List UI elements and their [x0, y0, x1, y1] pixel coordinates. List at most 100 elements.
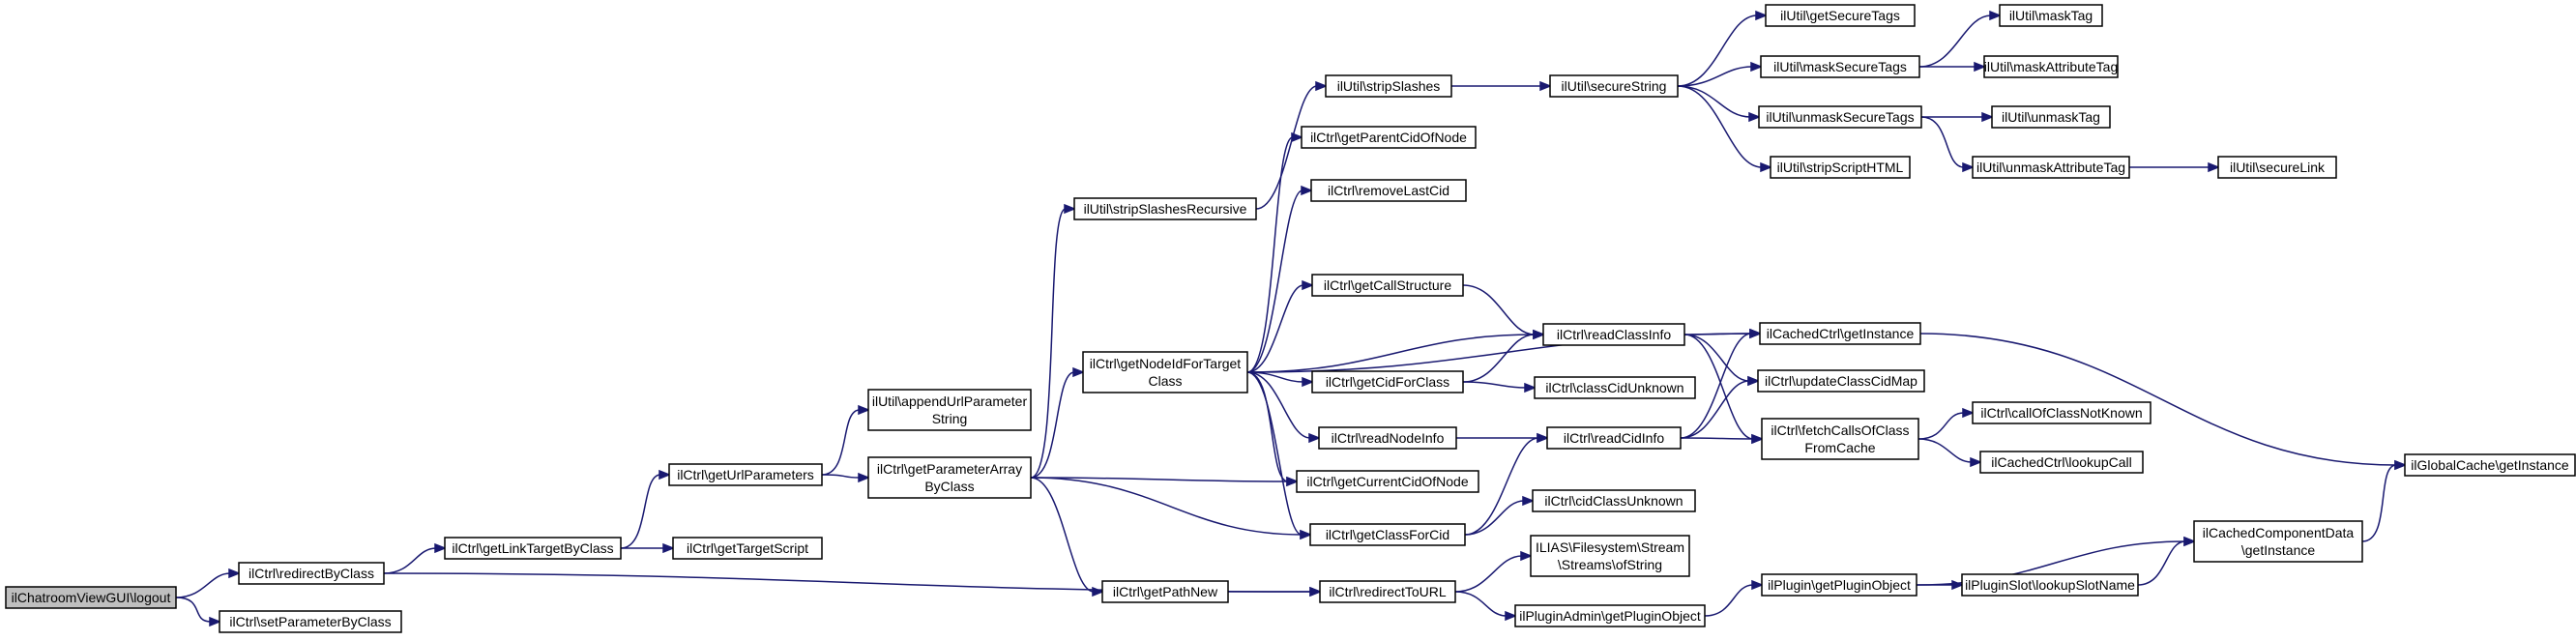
node-n5[interactable]: ilCtrl\getUrlParameters: [668, 463, 823, 486]
node-box: [1319, 580, 1456, 603]
edge-n19-n26: [1464, 495, 1536, 536]
node-n44[interactable]: ilUtil\secureLink: [2217, 156, 2337, 179]
node-n25[interactable]: ilCtrl\readCidInfo: [1546, 426, 1682, 450]
node-box: [867, 389, 1032, 431]
node-n32[interactable]: ilCachedCtrl\getInstance: [1759, 322, 1921, 345]
node-n24[interactable]: ilCtrl\classCidUnknown: [1534, 376, 1696, 399]
node-box: [1549, 74, 1679, 98]
node-label: ilCtrl\readNodeInfo: [1332, 430, 1445, 446]
edge-n22-n29: [1677, 61, 1764, 87]
node-box: [1765, 4, 1916, 27]
node-label: ilCachedComponentData: [2203, 525, 2355, 540]
node-n9[interactable]: ilUtil\stripSlashesRecursive: [1073, 197, 1257, 220]
node-n42[interactable]: ilCachedCtrl\lookupCall: [1979, 451, 2144, 474]
node-n33[interactable]: ilCtrl\updateClassCidMap: [1757, 369, 1925, 393]
node-n20[interactable]: ILIAS\Filesystem\Stream\Streams\ofString: [1530, 535, 1690, 577]
node-n16[interactable]: ilCtrl\getCidForClass: [1311, 370, 1464, 393]
node-box: [5, 586, 177, 609]
node-box: [1991, 105, 2111, 129]
node-n27[interactable]: ilPlugin\getPluginObject: [1761, 573, 1917, 597]
node-label: \getInstance: [2241, 542, 2315, 558]
node-label: ilCtrl\removeLastCid: [1328, 183, 1449, 198]
node-box: [1759, 322, 1921, 345]
node-n18[interactable]: ilCtrl\getCurrentCidOfNode: [1296, 470, 1479, 493]
node-label: ilCachedCtrl\getInstance: [1767, 326, 1915, 341]
edge-n25-n34: [1680, 433, 1765, 445]
edges: [175, 10, 2408, 627]
node-label: ilCtrl\classCidUnknown: [1545, 380, 1683, 395]
edge-n36-n43: [2361, 459, 2408, 542]
edge-n32-n43: [1919, 333, 2408, 471]
node-n35[interactable]: ilPluginSlot\lookupSlotName: [1961, 573, 2139, 597]
node-box: [1310, 179, 1467, 202]
node-box: [1761, 573, 1917, 597]
node-label: ilUtil\stripScriptHTML: [1777, 160, 1904, 175]
node-label: ilCtrl\cidClassUnknown: [1544, 493, 1683, 509]
edge-n22-n28: [1677, 10, 1769, 87]
node-box: [1311, 274, 1464, 297]
node-box: [2217, 156, 2337, 179]
node-box: [1999, 4, 2103, 27]
node-label: String: [932, 411, 968, 426]
node-label: ilUtil\appendUrlParameter: [872, 393, 1028, 409]
node-n4[interactable]: ilCtrl\redirectToURL: [1319, 580, 1456, 603]
node-n17[interactable]: ilCtrl\readNodeInfo: [1318, 426, 1457, 450]
node-n14[interactable]: ilCtrl\removeLastCid: [1310, 179, 1467, 202]
node-n31[interactable]: ilUtil\stripScriptHTML: [1770, 156, 1911, 179]
node-box: [867, 456, 1032, 499]
node-n1[interactable]: ilCtrl\redirectByClass: [238, 562, 385, 585]
node-n6[interactable]: ilCtrl\getTargetScript: [672, 537, 823, 560]
node-n41[interactable]: ilCtrl\callOfClassNotKnown: [1972, 401, 2152, 424]
node-n26[interactable]: ilCtrl\cidClassUnknown: [1532, 489, 1696, 512]
node-n23[interactable]: ilCtrl\readClassInfo: [1542, 323, 1685, 346]
node-label: ilUtil\unmaskAttributeTag: [1976, 160, 2125, 175]
node-label: ilCtrl\updateClassCidMap: [1765, 373, 1917, 389]
node-n37[interactable]: ilUtil\maskTag: [1999, 4, 2103, 27]
node-n22[interactable]: ilUtil\secureString: [1549, 74, 1679, 98]
node-n39[interactable]: ilUtil\unmaskTag: [1991, 105, 2111, 129]
node-box: [1296, 470, 1479, 493]
node-n40[interactable]: ilUtil\unmaskAttributeTag: [1972, 156, 2130, 179]
node-n11[interactable]: ilCtrl\getPathNew: [1101, 580, 1229, 603]
node-label: ilGlobalCache\getInstance: [2411, 457, 2569, 473]
edge-n8-n19: [1030, 477, 1313, 540]
node-label: ilUtil\maskTag: [2009, 8, 2093, 23]
node-label: ilCtrl\readClassInfo: [1557, 327, 1671, 342]
node-n38[interactable]: ilUtil\maskAttributeTag: [1983, 55, 2119, 78]
node-label: ilUtil\maskAttributeTag: [1984, 59, 2119, 74]
node-n29[interactable]: ilUtil\maskSecureTags: [1760, 55, 1920, 78]
node-label: ilCtrl\fetchCallsOfClass: [1771, 422, 1909, 438]
node-n30[interactable]: ilUtil\unmaskSecureTags: [1758, 105, 1922, 129]
node-n2[interactable]: ilCtrl\setParameterByClass: [219, 610, 402, 633]
edge-n23-n34: [1683, 334, 1765, 445]
node-n21[interactable]: ilPluginAdmin\getPluginObject: [1514, 604, 1706, 627]
node-n0[interactable]: ilChatroomViewGUI\logout: [5, 586, 177, 609]
node-n19[interactable]: ilCtrl\getClassForCid: [1309, 523, 1466, 546]
edge-n21-n27: [1704, 579, 1765, 617]
node-n15[interactable]: ilCtrl\getCallStructure: [1311, 274, 1464, 297]
node-label: ilCtrl\getUrlParameters: [677, 467, 814, 482]
node-n36[interactable]: ilCachedComponentData \getInstance: [2193, 520, 2363, 563]
edge-n8-n10: [1030, 366, 1086, 479]
node-label: ilCtrl\readCidInfo: [1564, 430, 1664, 446]
node-label: ilUtil\unmaskTag: [2002, 109, 2100, 125]
node-label: ilUtil\secureLink: [2230, 160, 2326, 175]
node-n13[interactable]: ilCtrl\getParentCidOfNode: [1301, 126, 1477, 149]
edge-n10-n14: [1246, 185, 1314, 373]
node-n12[interactable]: ilUtil\stripSlashes: [1325, 74, 1452, 98]
edge-n29-n38: [1919, 61, 1987, 73]
edge-n8-n9: [1030, 203, 1077, 479]
node-n3[interactable]: ilCtrl\getLinkTargetByClass: [444, 537, 622, 560]
edge-n3-n5: [620, 469, 672, 549]
node-box: [1961, 573, 2139, 597]
node-label: ilCtrl\getLinkTargetByClass: [452, 540, 613, 556]
node-label: ilUtil\unmaskSecureTags: [1766, 109, 1914, 125]
node-label: ilCtrl\getParentCidOfNode: [1310, 130, 1467, 145]
node-n28[interactable]: ilUtil\getSecureTags: [1765, 4, 1916, 27]
edge-n29-n37: [1918, 10, 2003, 68]
node-n43[interactable]: ilGlobalCache\getInstance: [2404, 453, 2576, 477]
